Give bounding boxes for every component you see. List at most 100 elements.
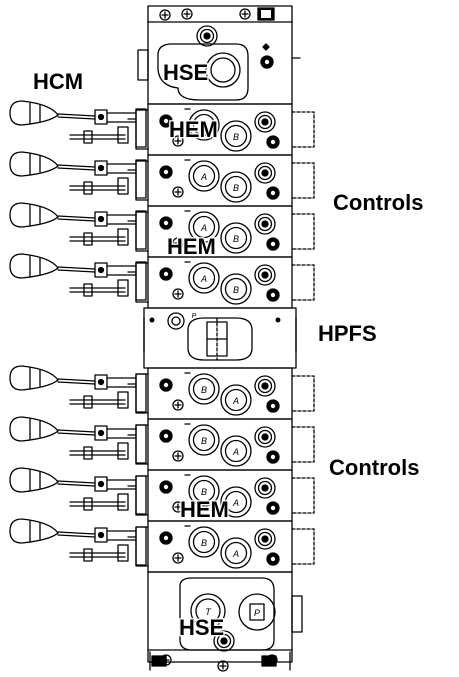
work-section-lower-1: BA	[135, 367, 315, 420]
relief-cartridge	[254, 111, 276, 133]
relief-cartridge-ring	[257, 216, 273, 232]
control-lever-3	[9, 202, 147, 250]
top-screw-left-2	[181, 8, 193, 20]
port-label-b: B	[233, 285, 239, 295]
work-section-lower-4: BA	[135, 520, 315, 573]
hpfs-gauge-port	[167, 312, 185, 330]
port-a-inner	[192, 377, 216, 401]
top-screw-left	[159, 9, 171, 21]
lever-stem-2	[57, 534, 96, 538]
side-cap	[291, 264, 315, 301]
lever-knob	[9, 253, 59, 279]
hse-port	[205, 52, 241, 88]
top-mark	[262, 43, 270, 51]
lever-knob	[9, 151, 59, 177]
actuator-plate	[135, 526, 147, 566]
top-relief	[196, 25, 218, 47]
lower-clevis	[83, 395, 93, 409]
lever-pivot	[94, 476, 108, 492]
actuator-plate	[135, 424, 147, 464]
spool-end	[117, 126, 129, 144]
spool-end	[117, 391, 129, 409]
bottom-relief	[213, 630, 235, 652]
port-label-a: B	[201, 487, 207, 497]
side-cap	[291, 213, 315, 250]
bottom-fitting-left	[151, 655, 167, 667]
bottom-port-t-label: T	[205, 607, 212, 617]
lever-stem-2	[57, 432, 96, 436]
plug-right-core	[270, 241, 276, 247]
port-a-inner	[192, 428, 216, 452]
hem-label-3: HEM	[179, 497, 230, 522]
port-label-b: A	[232, 396, 239, 406]
bottom-side-boss	[291, 595, 303, 633]
actuator-plate	[135, 261, 147, 301]
actuator-plate	[135, 108, 147, 148]
plug-left-core	[163, 382, 169, 388]
lever-stem	[57, 215, 96, 219]
port-label-b: A	[232, 549, 239, 559]
lever-stem	[57, 164, 96, 168]
relief-cartridge-ring	[257, 429, 273, 445]
actuator-plate	[135, 373, 147, 413]
port-a	[188, 262, 220, 294]
lever-stem-2	[57, 167, 96, 171]
check-screw	[172, 237, 184, 249]
lever-knob	[9, 365, 59, 391]
lower-clevis	[83, 548, 93, 562]
work-section-lower-3: BA	[135, 469, 315, 522]
lever-knob	[9, 467, 59, 493]
lower-clevis	[83, 283, 93, 297]
port-a	[188, 160, 220, 192]
relief-cartridge-core	[261, 535, 269, 543]
plug-right-core	[270, 190, 276, 196]
lever-stem-2	[57, 269, 96, 273]
lever-pivot-pin	[97, 531, 105, 539]
control-lever-5	[9, 365, 147, 413]
top-fitting-inner	[261, 10, 271, 18]
lever-pivot	[94, 211, 108, 227]
relief-cartridge-ring	[257, 165, 273, 181]
bottom-port-p-square	[249, 603, 265, 621]
spool-end	[117, 544, 129, 562]
lever-stem	[57, 113, 96, 117]
relief-cartridge-core	[261, 271, 269, 279]
hem-label-1: HEM	[168, 117, 219, 142]
port-label-a: A	[200, 172, 207, 182]
relief-cartridge-core	[261, 433, 269, 441]
lever-pivot-pin	[97, 480, 105, 488]
spool-end	[117, 279, 129, 297]
lower-clevis	[83, 232, 93, 246]
port-label-b: A	[232, 498, 239, 508]
relief-cartridge-ring	[257, 378, 273, 394]
lever-pivot-pin	[97, 266, 105, 274]
bottom-port-t	[190, 593, 226, 629]
controls-label-top: Controls	[333, 190, 424, 215]
port-label-b: B	[233, 183, 239, 193]
port-b	[220, 435, 252, 467]
lever-pivot-pin	[97, 113, 105, 121]
lever-stem	[57, 378, 96, 382]
hpfs-gauge-port-inner	[171, 316, 181, 326]
lever-stem	[57, 429, 96, 433]
hse-bottom-label: HSE	[178, 615, 226, 640]
lever-stem	[57, 266, 96, 270]
controls-label-bottom: Controls	[329, 455, 420, 480]
relief-cartridge	[254, 162, 276, 184]
relief-cartridge-core	[261, 169, 269, 177]
port-label-a: B	[201, 436, 207, 446]
lever-stem-2	[57, 483, 96, 487]
lever-stem-2	[57, 381, 96, 385]
plug-right-core	[270, 292, 276, 298]
port-label-a: A	[200, 274, 207, 284]
lever-stem	[57, 531, 96, 535]
lever-pivot	[94, 160, 108, 176]
hem-label-2: HEM	[166, 234, 217, 259]
lever-stem	[57, 480, 96, 484]
relief-cartridge	[254, 426, 276, 448]
top-screw-right	[239, 8, 251, 20]
check-screw	[172, 186, 184, 198]
hse-cover	[157, 43, 249, 101]
